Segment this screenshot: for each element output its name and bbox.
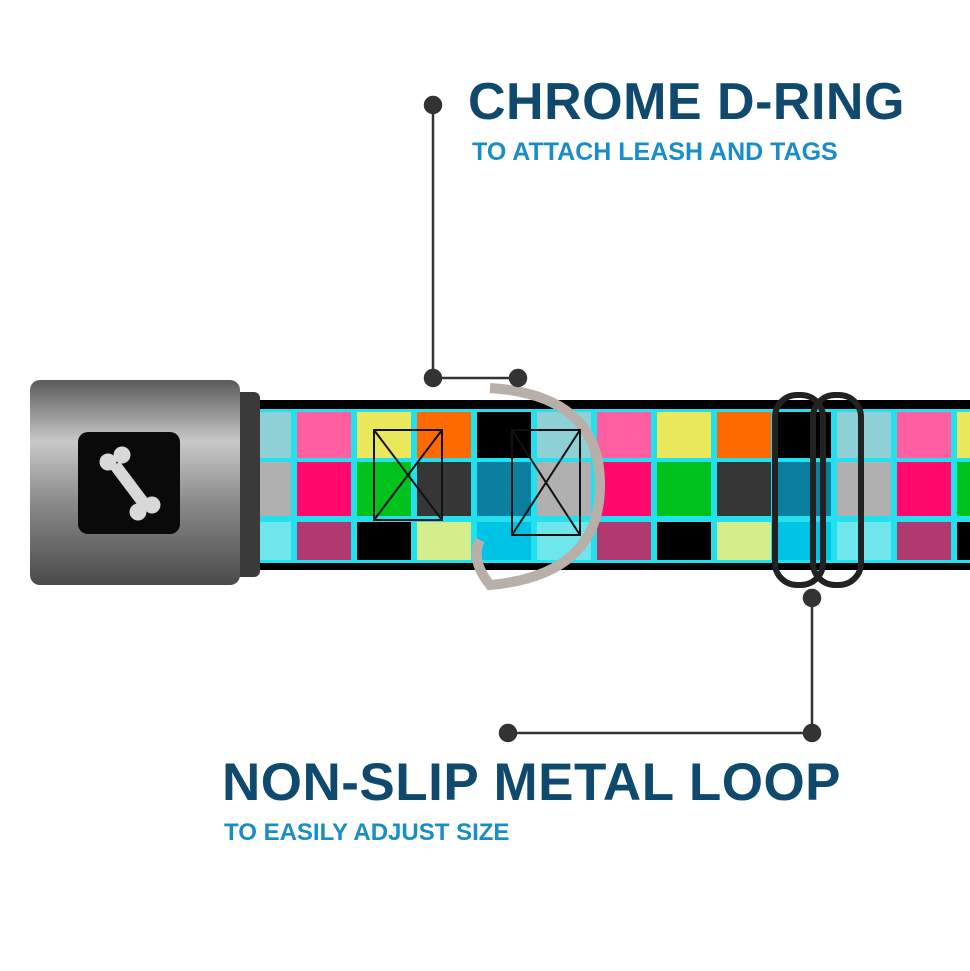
pattern-tile <box>477 462 531 516</box>
pattern-tile <box>417 522 471 560</box>
pattern-tile <box>717 522 771 560</box>
pattern-tile <box>897 462 951 516</box>
pattern-tile <box>597 522 651 560</box>
pattern-tile <box>657 412 711 458</box>
pattern-tile <box>357 522 411 560</box>
metal-loop-subtitle: TO EASILY ADJUST SIZE <box>224 819 510 846</box>
bone-icon <box>99 446 161 521</box>
pattern-tile <box>717 462 771 516</box>
callout-d-ring-line <box>423 95 528 388</box>
pattern-tile <box>357 412 411 458</box>
pattern-tile <box>477 522 531 560</box>
d-ring-title: CHROME D-RING <box>468 73 905 131</box>
seatbelt-buckle <box>30 380 260 585</box>
pattern-tile <box>537 462 591 516</box>
pattern-tile <box>297 522 351 560</box>
pattern-tile <box>417 462 471 516</box>
pattern-tile <box>297 462 351 516</box>
pattern-tile <box>717 412 771 458</box>
pattern-tile <box>957 462 970 516</box>
metal-loop <box>772 392 864 588</box>
metal-loop-title: NON-SLIP METAL LOOP <box>222 753 842 812</box>
pattern-tile <box>597 412 651 458</box>
pattern-tile <box>657 522 711 560</box>
d-ring <box>471 383 606 591</box>
stitching <box>373 429 581 536</box>
pattern-tile <box>597 462 651 516</box>
pattern-tile <box>477 412 531 458</box>
pattern-tile <box>897 522 951 560</box>
pattern-tile <box>897 412 951 458</box>
pattern-tile <box>957 522 970 560</box>
pattern-tile <box>297 412 351 458</box>
callout-loop-line <box>498 588 822 743</box>
pattern-tile <box>657 462 711 516</box>
pattern-tile <box>957 412 970 458</box>
d-ring-subtitle: TO ATTACH LEASH AND TAGS <box>472 138 838 166</box>
